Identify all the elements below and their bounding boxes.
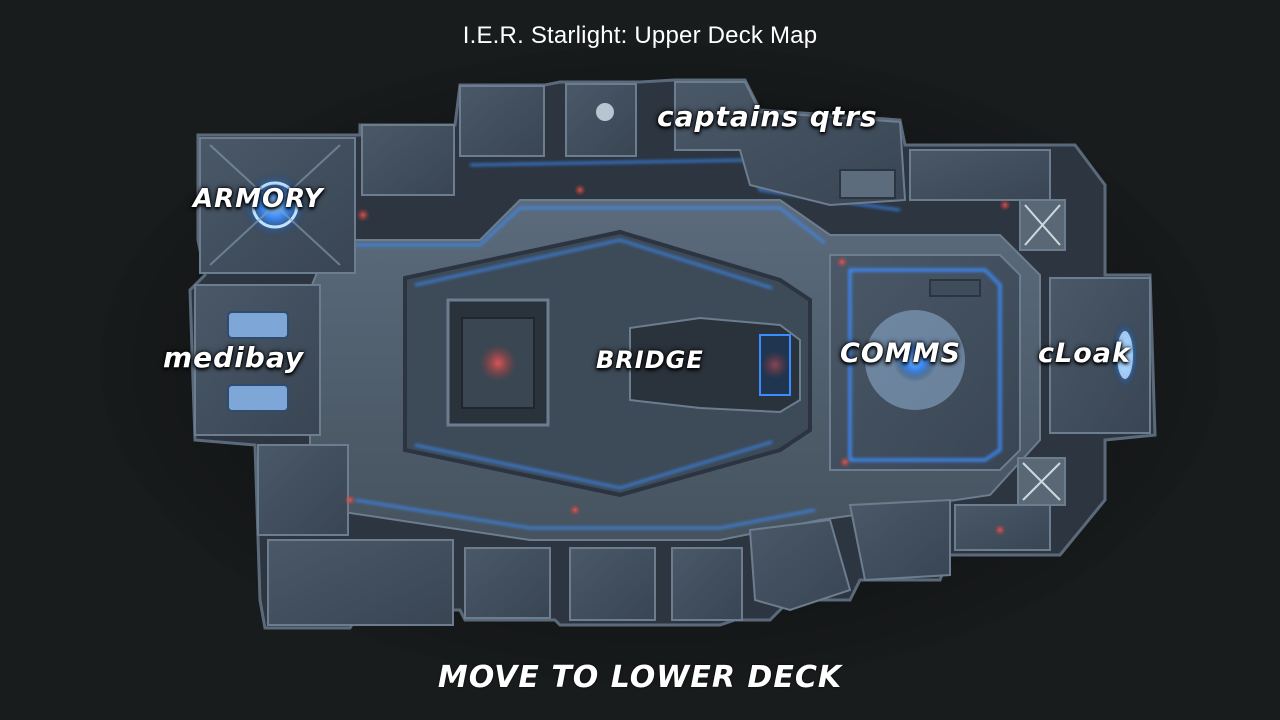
lower-cabins xyxy=(257,444,1066,626)
bridge-hall xyxy=(403,229,812,498)
room-label-armory[interactable]: ARMORY xyxy=(193,184,324,214)
upper-cabins xyxy=(361,83,1066,251)
captains-quarters-room xyxy=(674,81,907,207)
armory-room xyxy=(199,137,356,274)
room-label-medibay[interactable]: medibay xyxy=(163,341,305,374)
room-label-captains-qtrs[interactable]: captains qtrs xyxy=(657,100,878,133)
medibay-room xyxy=(194,284,321,436)
room-label-comms[interactable]: COMMS xyxy=(840,338,961,369)
page-title: I.E.R. Starlight: Upper Deck Map xyxy=(462,22,818,49)
room-label-bridge[interactable]: BRIDGE xyxy=(596,346,704,374)
comms-room xyxy=(829,254,1021,471)
move-to-lower-deck-link[interactable]: move to Lower Deck xyxy=(437,660,843,695)
room-label-cloak[interactable]: cLoak xyxy=(1038,338,1131,369)
warning-lights xyxy=(344,184,1011,536)
cloak-room xyxy=(1049,277,1151,434)
